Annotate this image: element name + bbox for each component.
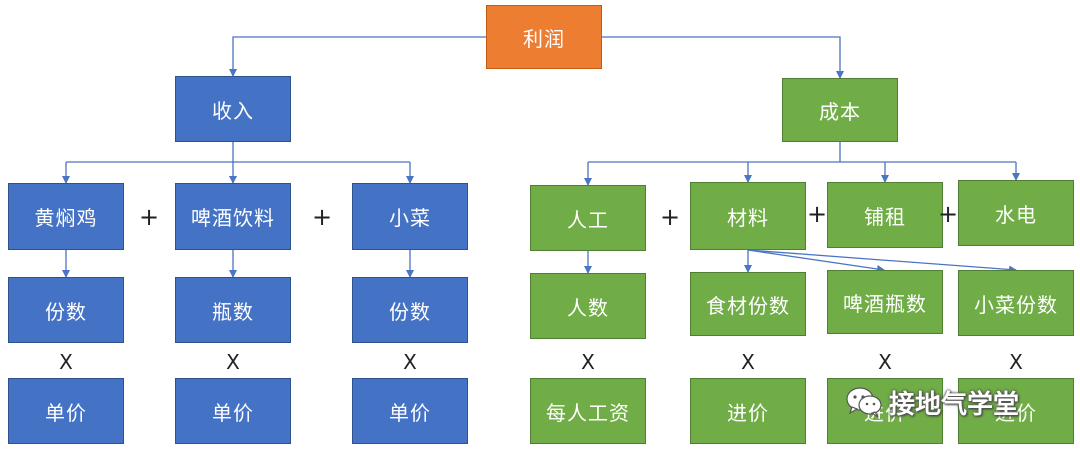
beer-bottles-label: 啤酒瓶数 <box>843 291 927 316</box>
chicken-node: 黄焖鸡 <box>8 183 124 250</box>
times-operator: X <box>878 350 892 374</box>
side-portions-node: 小菜份数 <box>958 270 1074 336</box>
labor-node: 人工 <box>530 185 646 251</box>
plus-operator: + <box>806 200 828 228</box>
plus-operator: + <box>659 203 681 231</box>
times-operator: X <box>581 350 595 374</box>
revenue-label: 收入 <box>212 98 254 123</box>
plus-operator: + <box>311 203 333 231</box>
bottle-count-node: 瓶数 <box>175 277 291 343</box>
chicken-label: 黄焖鸡 <box>34 206 98 230</box>
rent-node: 铺租 <box>827 182 943 248</box>
ingredient-portions-node: 食材份数 <box>690 272 806 336</box>
side-dish-label: 小菜 <box>389 206 431 230</box>
cost-label: 成本 <box>819 99 861 124</box>
materials-node: 材料 <box>690 182 806 250</box>
side-count-node: 份数 <box>352 277 468 343</box>
times-operator: X <box>226 350 240 374</box>
watermark-text: 接地气学堂 <box>889 389 1020 420</box>
cost-node: 成本 <box>782 78 898 142</box>
side-portions-label: 小菜份数 <box>974 292 1058 317</box>
bottle-price-node: 单价 <box>175 378 291 444</box>
bottle-count-label: 瓶数 <box>212 299 254 324</box>
watermark: 接地气学堂 <box>845 380 1019 424</box>
labor-label: 人工 <box>567 207 609 232</box>
beer-drinks-label: 啤酒饮料 <box>191 206 275 230</box>
chicken-price-node: 单价 <box>8 378 124 444</box>
profit-label: 利润 <box>523 26 565 51</box>
headcount-node: 人数 <box>530 273 646 339</box>
utilities-label: 水电 <box>995 202 1037 227</box>
chicken-price-label: 单价 <box>45 400 87 425</box>
beer-bottles-node: 啤酒瓶数 <box>827 270 943 334</box>
purchase-price-node: 进价 <box>958 378 1074 444</box>
ingredient-portions-label: 食材份数 <box>706 293 790 318</box>
purchase-price-node: 进价 <box>690 378 806 444</box>
rent-label: 铺租 <box>864 204 906 229</box>
plus-operator: + <box>138 203 160 231</box>
times-operator: X <box>741 350 755 374</box>
headcount-label: 人数 <box>567 295 609 320</box>
bottle-price-label: 单价 <box>212 400 254 425</box>
revenue-node: 收入 <box>175 76 291 142</box>
times-operator: X <box>1009 350 1023 374</box>
side-price-node: 单价 <box>352 378 468 444</box>
materials-label: 材料 <box>727 205 769 230</box>
wage-node: 每人工资 <box>530 378 646 444</box>
chicken-count-node: 份数 <box>8 277 124 343</box>
beer-drinks-node: 啤酒饮料 <box>175 183 291 250</box>
chicken-count-label: 份数 <box>45 299 87 324</box>
side-price-label: 单价 <box>389 400 431 425</box>
plus-operator: + <box>937 200 959 228</box>
times-operator: X <box>59 350 73 374</box>
utilities-node: 水电 <box>958 180 1074 246</box>
profit-node: 利润 <box>486 5 602 69</box>
purchase-price-label: 进价 <box>995 400 1037 425</box>
purchase-price-label: 进价 <box>727 400 769 425</box>
wage-label: 每人工资 <box>546 400 630 425</box>
side-count-label: 份数 <box>389 299 431 324</box>
times-operator: X <box>403 350 417 374</box>
wechat-icon <box>846 387 882 418</box>
side-dish-node: 小菜 <box>352 183 468 250</box>
